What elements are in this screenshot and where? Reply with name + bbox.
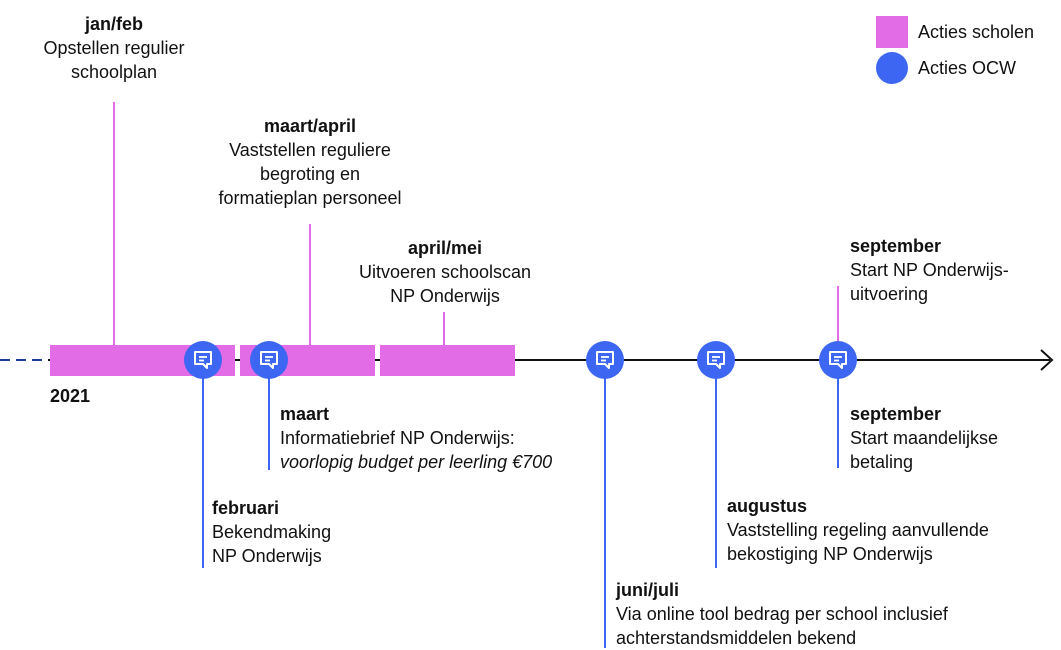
ocw-label-augustus: augustus Vaststelling regeling aanvullen…	[727, 494, 1057, 566]
school-period: maart/april	[263, 116, 357, 136]
legend-ocw-dot	[876, 52, 908, 84]
ocw-node-juni-juli	[586, 341, 624, 379]
axis-arrow-icon	[1040, 349, 1054, 371]
school-desc-line: Opstellen regulier	[43, 38, 185, 58]
ocw-desc-line: Via online tool bedrag per school inclus…	[616, 604, 948, 624]
connector-april-mei	[443, 312, 445, 346]
school-desc-line: NP Onderwijs	[390, 286, 500, 306]
legend-schools: Acties scholen	[876, 16, 1034, 48]
ocw-desc-line: Informatiebrief NP Onderwijs:	[280, 428, 515, 448]
school-label-maart-april: maart/april Vaststellen reguliere begrot…	[185, 114, 435, 210]
legend-schools-swatch	[876, 16, 908, 48]
ocw-desc-italic-line: voorlopig budget per leerling €700	[280, 452, 553, 472]
bar-april-mei	[380, 345, 515, 376]
school-label-september: september Start NP Onderwijs- uitvoering	[850, 234, 1055, 306]
ocw-node-februari	[184, 341, 222, 379]
ocw-label-juni-juli: juni/juli Via online tool bedrag per sch…	[616, 578, 1056, 650]
message-icon	[194, 351, 212, 369]
legend-ocw: Acties OCW	[876, 52, 1016, 84]
ocw-period: augustus	[727, 496, 808, 516]
connector-juni-juli	[604, 378, 606, 648]
ocw-node-augustus	[697, 341, 735, 379]
connector-september-school	[837, 286, 839, 342]
legend-schools-label: Acties scholen	[918, 21, 1035, 42]
message-icon	[596, 351, 614, 369]
connector-september-ocw	[837, 378, 839, 468]
ocw-label-maart: maart Informatiebrief NP Onderwijs: voor…	[280, 402, 620, 474]
ocw-period: maart	[280, 404, 330, 424]
ocw-desc-line: Vaststelling regeling aanvullende	[727, 520, 989, 540]
school-desc-line: Start NP Onderwijs-	[850, 260, 1009, 280]
school-period: jan/feb	[84, 14, 143, 34]
connector-maart	[268, 378, 270, 470]
ocw-desc-line: NP Onderwijs	[212, 546, 322, 566]
connector-augustus	[715, 378, 717, 568]
school-label-april-mei: april/mei Uitvoeren schoolscan NP Onderw…	[325, 236, 565, 308]
ocw-desc-line: betaling	[850, 452, 914, 472]
connector-jan-feb	[113, 102, 115, 346]
ocw-node-september	[819, 341, 857, 379]
legend-ocw-label: Acties OCW	[918, 57, 1017, 78]
ocw-period: februari	[212, 498, 280, 518]
school-desc-line: Uitvoeren schoolscan	[358, 262, 532, 282]
connector-maart-april	[309, 224, 311, 346]
ocw-desc-line: Start maandelijkse	[850, 428, 999, 448]
message-icon	[707, 351, 725, 369]
school-period: april/mei	[407, 238, 483, 258]
ocw-period: september	[850, 404, 942, 424]
school-desc-line: begroting en	[259, 164, 361, 184]
school-label-jan-feb: jan/feb Opstellen regulier schoolplan	[14, 12, 214, 84]
ocw-desc-line: achterstandsmiddelen bekend	[616, 628, 857, 648]
ocw-period: juni/juli	[616, 580, 679, 600]
school-desc-line: uitvoering	[850, 284, 929, 304]
year-label: 2021	[50, 386, 91, 406]
ocw-label-september: september Start maandelijkse betaling	[850, 402, 1055, 474]
message-icon	[260, 351, 278, 369]
school-desc-line: formatieplan personeel	[218, 188, 402, 208]
school-desc-line: schoolplan	[70, 62, 158, 82]
ocw-desc-line: bekostiging NP Onderwijs	[727, 544, 933, 564]
school-desc-line: Vaststellen reguliere	[229, 140, 391, 160]
school-period: september	[850, 236, 942, 256]
message-icon	[829, 351, 847, 369]
ocw-node-maart	[250, 341, 288, 379]
ocw-desc-line: Bekendmaking	[212, 522, 332, 542]
ocw-label-februari: februari Bekendmaking NP Onderwijs	[212, 496, 412, 568]
connector-februari	[202, 378, 204, 568]
